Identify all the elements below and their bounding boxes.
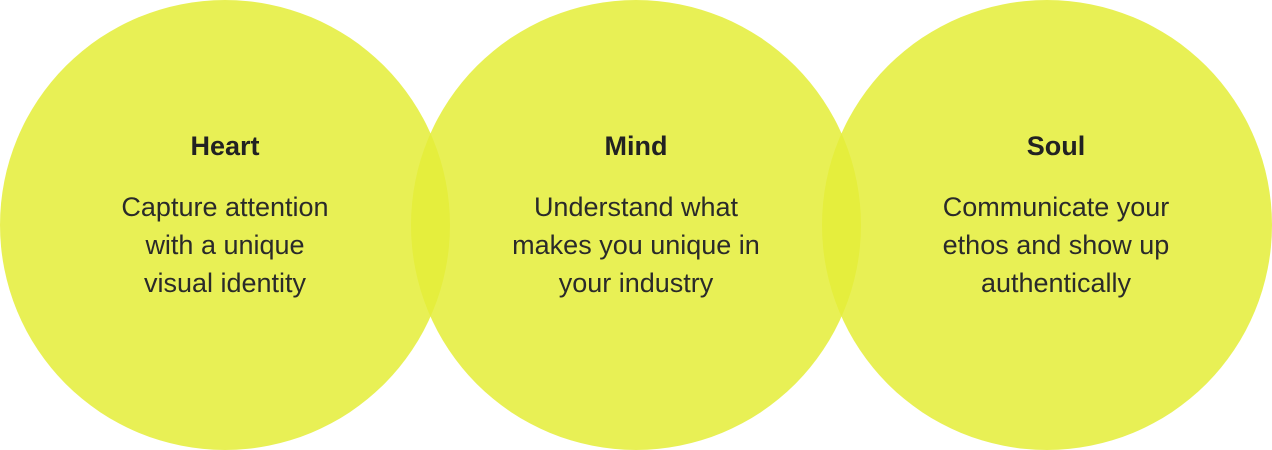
heart-desc-line: with a unique [145, 230, 305, 260]
mind-circle [411, 0, 861, 450]
soul-desc-line: authentically [980, 268, 1132, 298]
heart-desc-line: visual identity [143, 268, 307, 298]
soul-label-block: Soul Communicate your ethos and show up … [906, 128, 1206, 302]
mind-label-block: Mind Understand what makes you unique in… [486, 128, 786, 302]
soul-description: Communicate your ethos and show up authe… [906, 188, 1206, 302]
mind-desc-line: makes you unique in [512, 230, 760, 260]
mind-desc-line: Understand what [533, 192, 739, 222]
mind-desc-line: your industry [558, 268, 714, 298]
heart-label-block: Heart Capture attention with a unique vi… [75, 128, 375, 302]
heart-circle [0, 0, 450, 450]
soul-circle [822, 0, 1272, 450]
soul-title: Soul [1026, 131, 1086, 161]
heart-description: Capture attention with a unique visual i… [75, 188, 375, 302]
soul-desc-line: Communicate your [942, 192, 1170, 222]
heart-title: Heart [190, 131, 260, 161]
soul-desc-line: ethos and show up [942, 230, 1170, 260]
mind-title: Mind [604, 131, 668, 161]
heart-desc-line: Capture attention [121, 192, 329, 222]
mind-description: Understand what makes you unique in your… [486, 188, 786, 302]
